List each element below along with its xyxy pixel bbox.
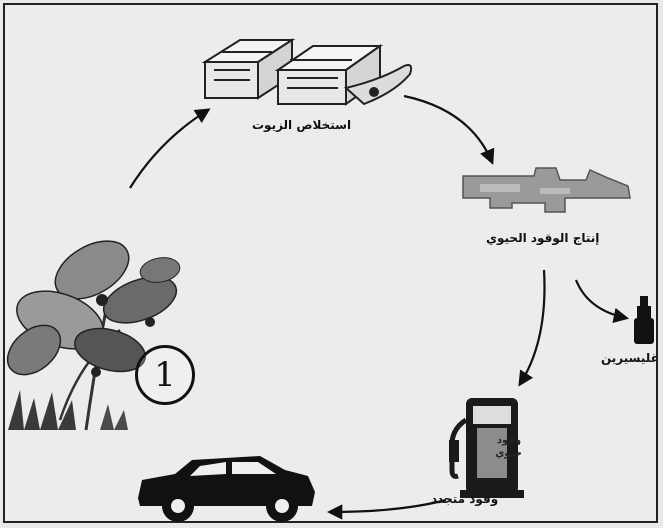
arrow-production-to-glycerin xyxy=(574,279,630,323)
arrow-production-to-fuel xyxy=(518,269,546,387)
label-biofuel-production: إنتاج الوقود الحيوي xyxy=(486,231,600,245)
arrow-extraction-to-production xyxy=(403,94,495,165)
fuel-pump-label: وقود حيوي xyxy=(495,434,522,460)
plant-crop-icon xyxy=(6,240,181,431)
arrow-fuel-to-car xyxy=(326,498,447,520)
pump-label-line-2: حيوي xyxy=(495,448,522,459)
label-oil-extraction: استخلاص الزيوت xyxy=(252,118,352,132)
oil-extraction-machine-icon xyxy=(201,38,413,106)
car-icon xyxy=(138,456,315,522)
fuel-pump-icon xyxy=(449,398,524,498)
label-glycerin: غليسيرين xyxy=(601,351,659,365)
arrow-plant-to-extraction xyxy=(129,108,211,189)
biofuel-plant-icon xyxy=(462,167,631,213)
glycerin-bottle-icon xyxy=(634,296,654,344)
pump-label-line-1: وقود xyxy=(496,435,522,446)
step-number-badge: 1 xyxy=(135,345,195,405)
label-renewable-fuel: وقود متجدد xyxy=(431,492,499,506)
